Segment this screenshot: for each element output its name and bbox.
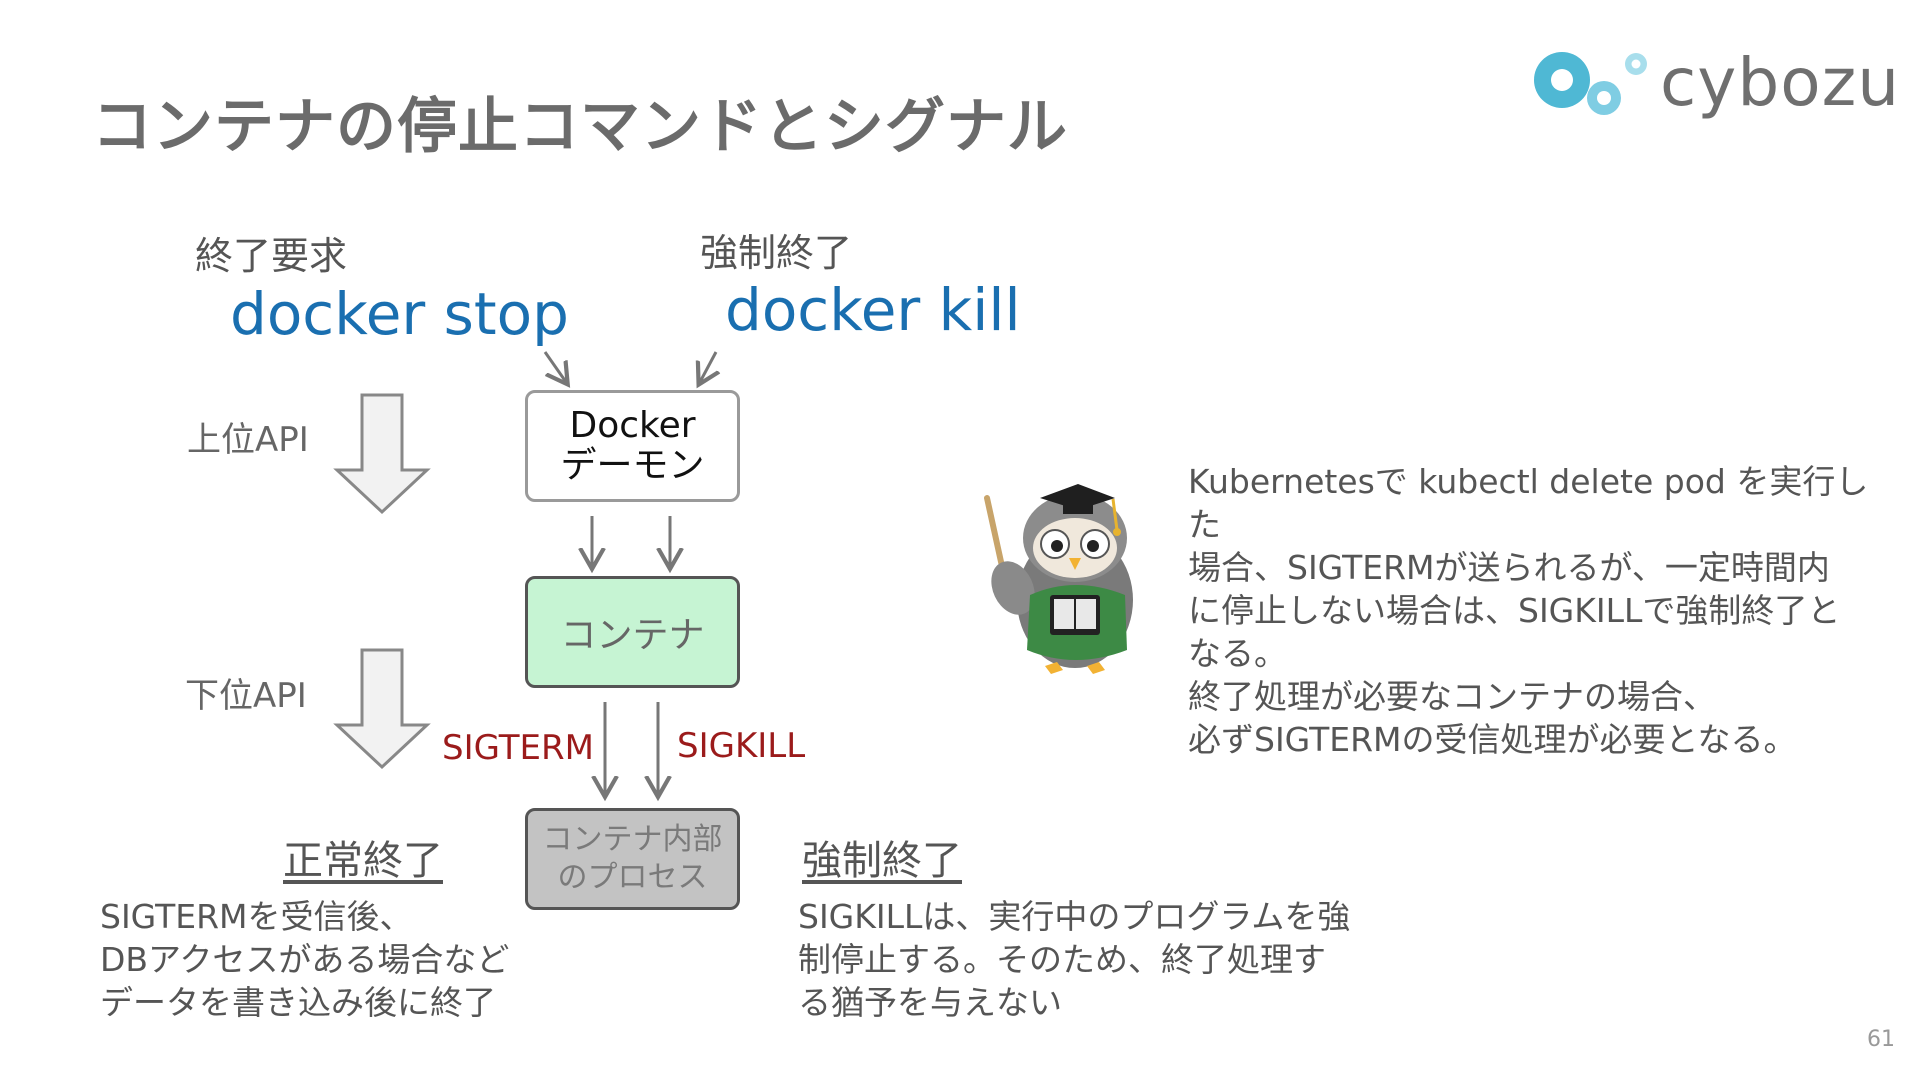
explanation-line: Kubernetesで kubectl delete pod を実行した xyxy=(1188,462,1869,544)
sigkill-label: SIGKILL xyxy=(677,726,806,766)
cybozu-logo: cybozu xyxy=(1530,42,1899,132)
force-kill-label: 強制終了 xyxy=(700,231,853,275)
cybozu-logo-icon xyxy=(1534,52,1647,115)
explanation-line: なる。 xyxy=(1188,634,1287,673)
upper-api-label: 上位API xyxy=(187,420,309,460)
slide-title: コンテナの停止コマンドとシグナル xyxy=(92,92,1068,162)
daemon-label-line2: デーモン xyxy=(560,445,705,486)
lower-api-label: 下位API xyxy=(185,676,307,716)
forced-exit-heading: 強制終了 xyxy=(802,838,962,884)
container-label: コンテナ xyxy=(560,615,705,656)
down-arrow-icon xyxy=(333,648,431,770)
forced-exit-description: SIGKILLは、実行中のプログラムを強 制停止する。そのため、終了処理す る猶… xyxy=(798,895,1418,1024)
container-process-box: コンテナ内部 のプロセス xyxy=(525,808,740,910)
daemon-label-line1: Docker xyxy=(569,405,696,446)
normal-exit-heading: 正常終了 xyxy=(283,838,443,884)
explanation-paragraph-1: Kubernetesで kubectl delete pod を実行した 場合、… xyxy=(1188,460,1888,675)
stop-to-daemon-arrow xyxy=(543,351,566,382)
normal-exit-line: DBアクセスがある場合など xyxy=(100,940,510,979)
forced-exit-line: る猶予を与えない xyxy=(798,983,1062,1022)
docker-stop-command: docker stop xyxy=(230,280,569,348)
container-box: コンテナ xyxy=(525,576,740,688)
normal-exit-line: SIGTERMを受信後、 xyxy=(100,897,413,936)
explanation-paragraph-2: 終了処理が必要なコンテナの場合、 必ずSIGTERMの受信処理が必要となる。 xyxy=(1188,675,1888,761)
docker-daemon-box: Docker デーモン xyxy=(525,390,740,502)
explanation-line: 必ずSIGTERMの受信処理が必要となる。 xyxy=(1188,720,1797,759)
owl-teacher-icon xyxy=(984,484,1133,674)
logo-text: cybozu xyxy=(1660,44,1901,121)
process-label-line2: のプロセス xyxy=(557,860,708,895)
sigterm-label: SIGTERM xyxy=(442,728,594,768)
explanation-line: 終了処理が必要なコンテナの場合、 xyxy=(1188,677,1716,716)
process-label-line1: コンテナ内部 xyxy=(542,822,723,857)
forced-exit-line: SIGKILLは、実行中のプログラムを強 xyxy=(798,897,1351,936)
normal-exit-line: データを書き込み後に終了 xyxy=(100,983,496,1022)
forced-exit-line: 制停止する。そのため、終了処理す xyxy=(798,940,1326,979)
kill-to-daemon-arrow xyxy=(700,351,716,382)
down-arrow-icon xyxy=(333,393,431,515)
stop-request-label: 終了要求 xyxy=(195,234,348,278)
page-number: 61 xyxy=(1867,1027,1895,1052)
explanation-line: 場合、SIGTERMが送られるが、一定時間内 xyxy=(1188,548,1830,587)
explanation-line: に停止しない場合は、SIGKILLで強制終了と xyxy=(1188,591,1841,630)
normal-exit-description: SIGTERMを受信後、 DBアクセスがある場合など データを書き込み後に終了 xyxy=(100,895,570,1024)
docker-kill-command: docker kill xyxy=(725,276,1021,344)
